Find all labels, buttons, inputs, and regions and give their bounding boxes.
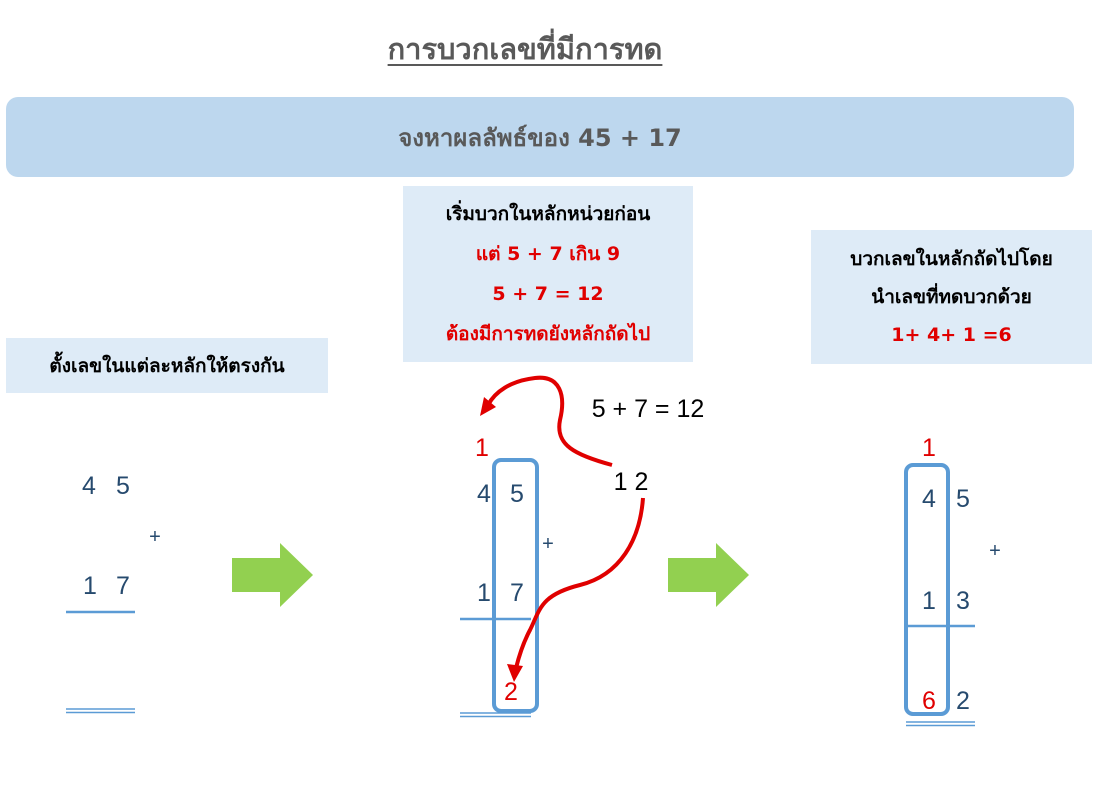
step2-note-line: เริ่มบวกในหลักหน่วยก่อน bbox=[445, 203, 651, 225]
digit: 1 bbox=[477, 579, 491, 607]
carry-digit: 1 bbox=[475, 434, 489, 462]
digit: 4 bbox=[82, 472, 96, 500]
step3-note-line: นำเลขที่ทดบวกด้วย bbox=[871, 286, 1032, 308]
result-digit: 2 bbox=[504, 678, 518, 706]
column-highlight bbox=[492, 458, 539, 713]
step3-note-line: บวกเลขในหลักถัดไปโดย bbox=[850, 248, 1053, 270]
carry-digit: 1 bbox=[922, 434, 936, 462]
column-highlight bbox=[904, 463, 950, 716]
title-text: การบวกเลขที่มีการทด bbox=[387, 32, 663, 66]
digit: 1 bbox=[83, 572, 97, 600]
step1-addition: 4 5 + 1 7 bbox=[66, 472, 161, 714]
digit: 4 bbox=[477, 480, 491, 508]
carry-arrow bbox=[486, 375, 613, 467]
digit: 5 bbox=[510, 480, 524, 508]
step2-note-line: 5 + 7 = 12 bbox=[492, 283, 604, 305]
digit: 7 bbox=[116, 572, 130, 600]
sum-text: 1 2 bbox=[614, 468, 649, 496]
result-digit: 6 bbox=[922, 687, 936, 715]
result-digit: 2 bbox=[956, 687, 970, 715]
digit: 3 bbox=[956, 587, 970, 615]
equation-text: 5 + 7 = 12 bbox=[592, 395, 705, 423]
step3-addition: 1 4 5 + 1 3 6 2 bbox=[904, 434, 1001, 727]
digit: 5 bbox=[956, 485, 970, 513]
step1-note-text: ตั้งเลขในแต่ละหลักให้ตรงกัน bbox=[49, 354, 285, 377]
step2-addition: 1 4 5 + 1 7 2 5 + 7 = 12 1 2 bbox=[460, 375, 705, 718]
step1-note: ตั้งเลขในแต่ละหลักให้ตรงกัน bbox=[6, 338, 328, 393]
digit: 4 bbox=[922, 485, 936, 513]
page-title: การบวกเลขที่มีการทด bbox=[0, 26, 1050, 72]
step2-note-line: ต้องมีการทดยังหลักถัดไป bbox=[445, 323, 651, 345]
right-arrow-icon bbox=[668, 543, 749, 607]
plus-sign: + bbox=[149, 526, 161, 548]
ones-arrow bbox=[514, 497, 645, 669]
step2-note-line: แต่ 5 + 7 เกิน 9 bbox=[475, 243, 621, 265]
step2-note: เริ่มบวกในหลักหน่วยก่อน แต่ 5 + 7 เกิน 9… bbox=[403, 186, 693, 362]
arrowhead-icon bbox=[480, 397, 496, 416]
plus-sign: + bbox=[542, 533, 554, 555]
step3-note-line: 1+ 4+ 1 =6 bbox=[891, 324, 1012, 346]
digit: 5 bbox=[116, 472, 130, 500]
problem-banner: จงหาผลลัพธ์ของ 45 + 17 bbox=[6, 97, 1074, 177]
arrowhead-icon bbox=[507, 664, 523, 682]
digit: 7 bbox=[510, 579, 524, 607]
digit: 1 bbox=[922, 587, 936, 615]
plus-sign: + bbox=[989, 540, 1001, 562]
step3-note: บวกเลขในหลักถัดไปโดย นำเลขที่ทดบวกด้วย 1… bbox=[811, 230, 1092, 364]
right-arrow-icon bbox=[232, 543, 313, 607]
